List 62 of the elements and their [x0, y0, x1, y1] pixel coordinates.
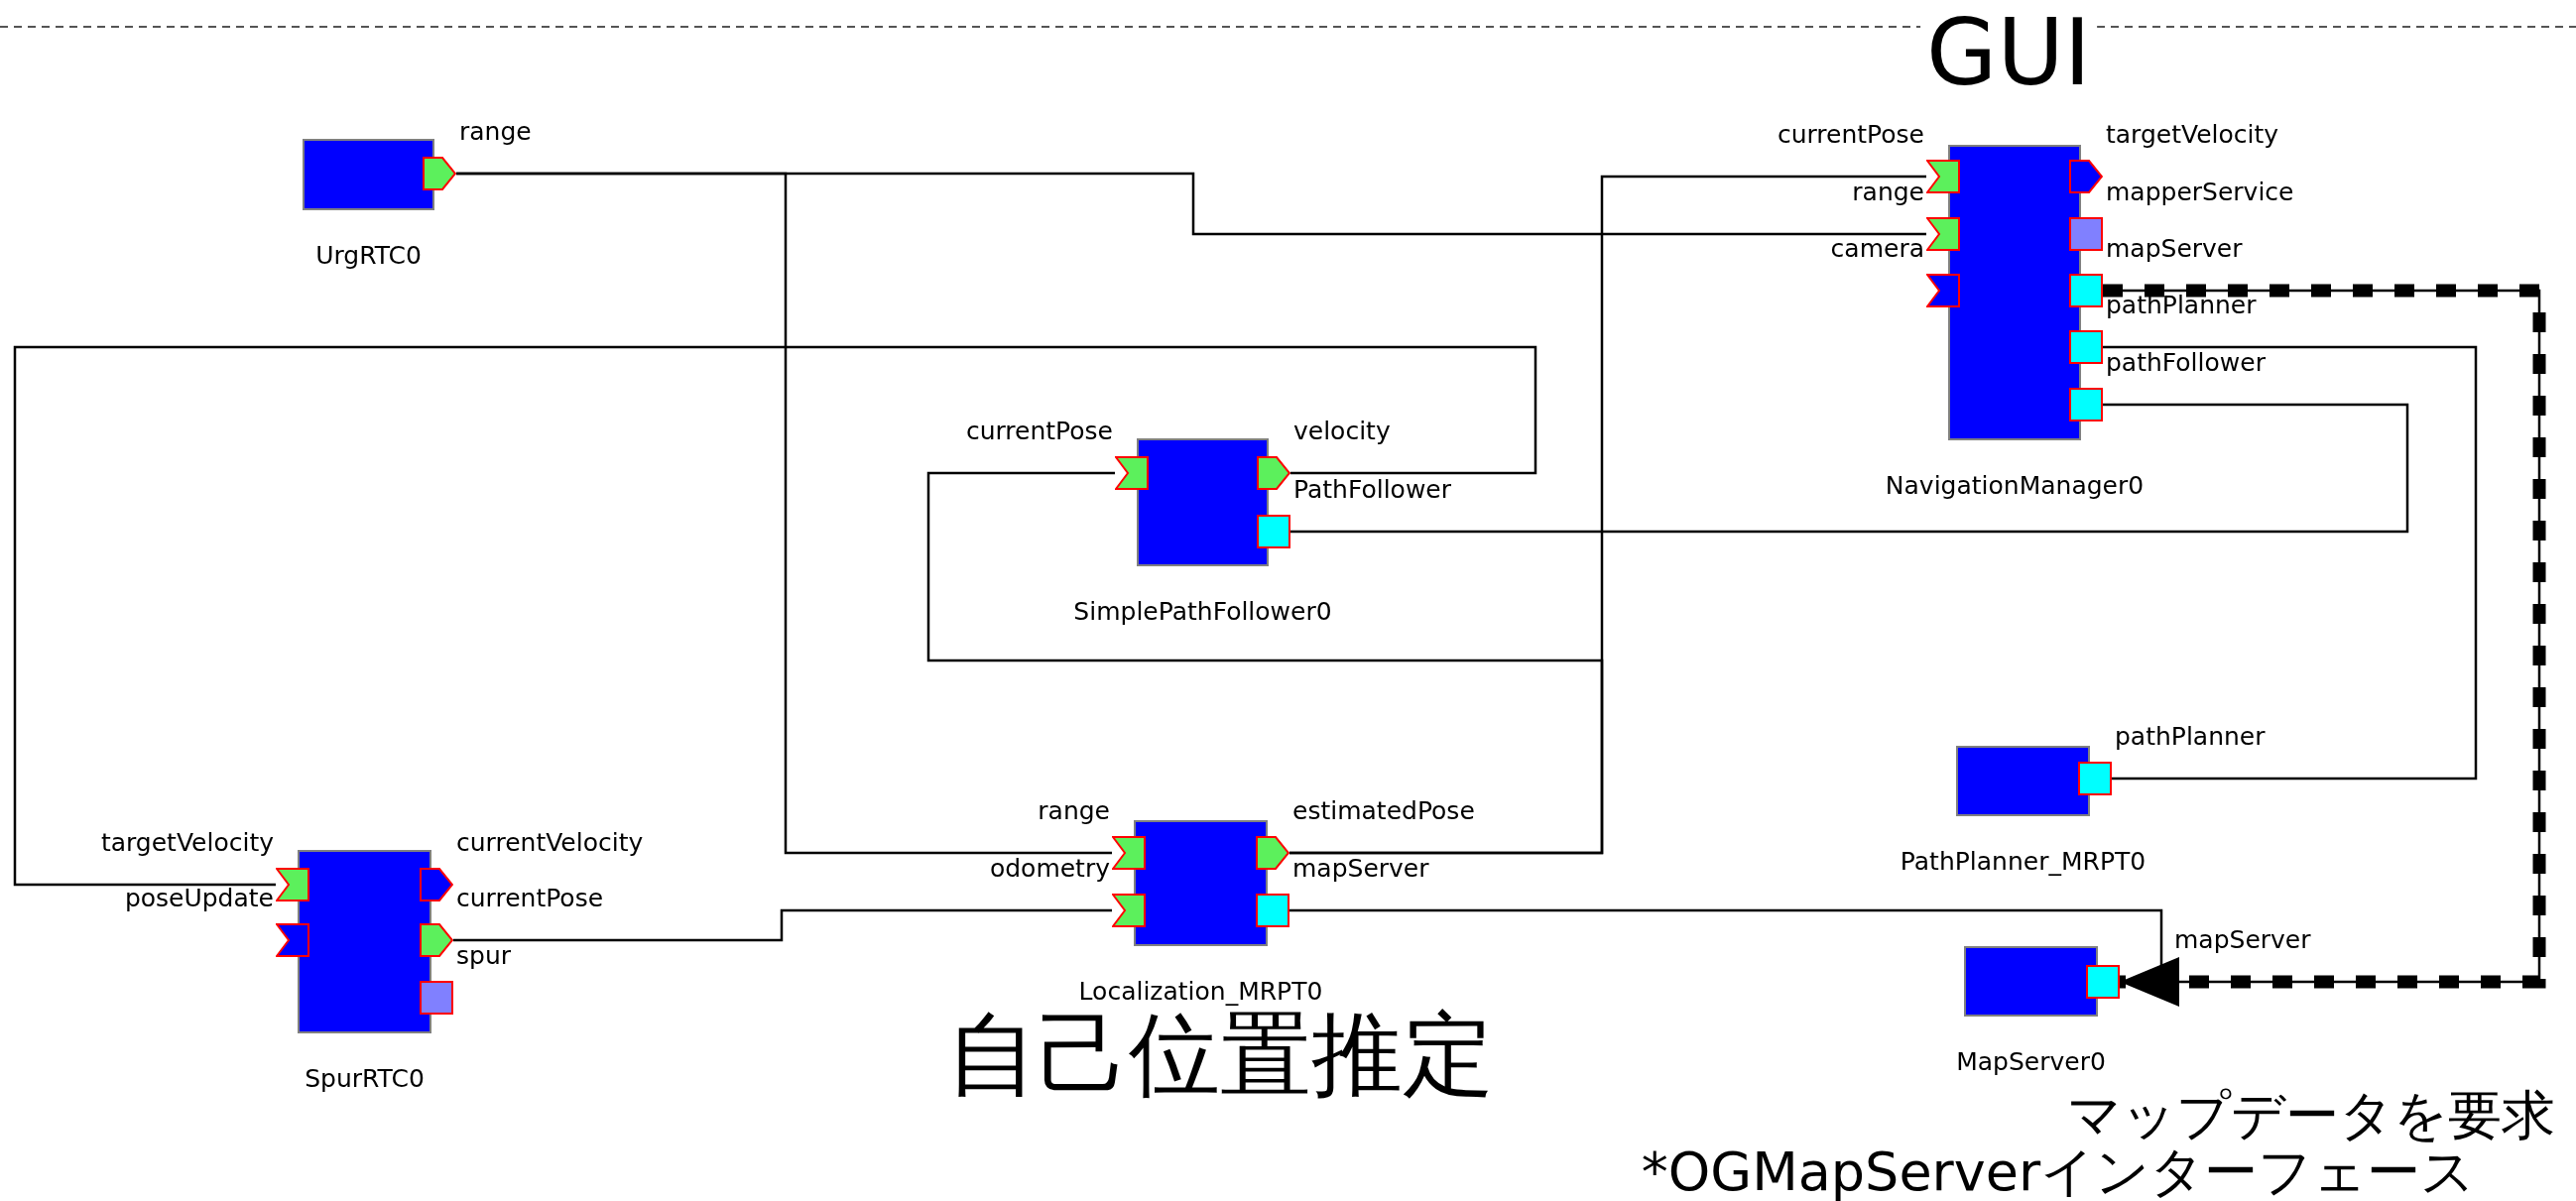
port-label: pathPlanner: [2115, 724, 2266, 750]
heading: 自己位置推定: [945, 1007, 1495, 1104]
port-label: estimatedPose: [1292, 798, 1475, 824]
port-label: pathFollower: [2106, 350, 2266, 376]
connector-line: [2103, 345, 2478, 781]
port-label: mapServer: [2106, 236, 2243, 262]
service-port: [2069, 274, 2103, 307]
port-label: currentPose: [1777, 122, 1924, 148]
port-label: PathFollower: [1293, 477, 1451, 503]
input-port: [1926, 274, 1960, 307]
port-label: mapServer: [1292, 856, 1429, 882]
output-port: [423, 157, 456, 190]
port-label: range: [1852, 180, 1924, 205]
port-label: pathPlanner: [2106, 293, 2257, 318]
port-label: mapperService: [2106, 180, 2294, 205]
port-label: targetVelocity: [2106, 122, 2279, 148]
port-label: camera: [1830, 236, 1924, 262]
connector-line: [926, 471, 1604, 855]
component-name: UrgRTC0: [314, 242, 423, 270]
output-port: [420, 923, 453, 957]
input-port: [276, 923, 309, 957]
service-port: [420, 981, 453, 1015]
port-label: poseUpdate: [124, 886, 274, 911]
port-label: currentPose: [456, 886, 604, 911]
output-port: [1257, 456, 1290, 490]
input-port: [1112, 836, 1146, 870]
port-label: range: [459, 119, 532, 145]
component-name: PathPlanner_MRPT0: [1899, 848, 2147, 876]
port-label: range: [1038, 798, 1110, 824]
connector-line: [453, 908, 1112, 942]
output-port: [420, 868, 453, 901]
port-label: odometry: [989, 856, 1110, 882]
service-port: [2086, 965, 2120, 999]
service-port: [1256, 894, 1289, 927]
output-port: [2069, 160, 2103, 193]
service-port: [2078, 762, 2112, 795]
input-port: [1926, 217, 1960, 251]
input-port: [1926, 160, 1960, 193]
connector-line: [13, 345, 1537, 887]
service-port: [2069, 388, 2103, 421]
input-port: [276, 868, 309, 901]
service-port: [2069, 330, 2103, 364]
input-port: [1115, 456, 1149, 490]
service-port: [2069, 217, 2103, 251]
port-label: targetVelocity: [100, 830, 274, 856]
connector-line: [456, 172, 1112, 855]
component-name: MapServer0: [1955, 1048, 2107, 1076]
component-name: SpurRTC0: [304, 1065, 426, 1093]
port-label: mapServer: [2174, 927, 2311, 953]
connector-line: [1290, 403, 2409, 534]
port-label: velocity: [1293, 419, 1391, 444]
port-label: spur: [456, 943, 512, 969]
input-port: [1112, 894, 1146, 927]
output-port: [1256, 836, 1289, 870]
annotation: マップデータを要求: [2066, 1087, 2556, 1144]
component-name: Localization_MRPT0: [1077, 978, 1324, 1006]
port-label: currentPose: [965, 419, 1113, 444]
annotation: *OGMapServerインターフェース: [1640, 1143, 2476, 1201]
component-name: NavigationManager0: [1884, 472, 2146, 500]
component-name: SimplePathFollower0: [1072, 598, 1333, 626]
port-label: currentVelocity: [456, 830, 644, 856]
service-port: [1257, 515, 1290, 548]
